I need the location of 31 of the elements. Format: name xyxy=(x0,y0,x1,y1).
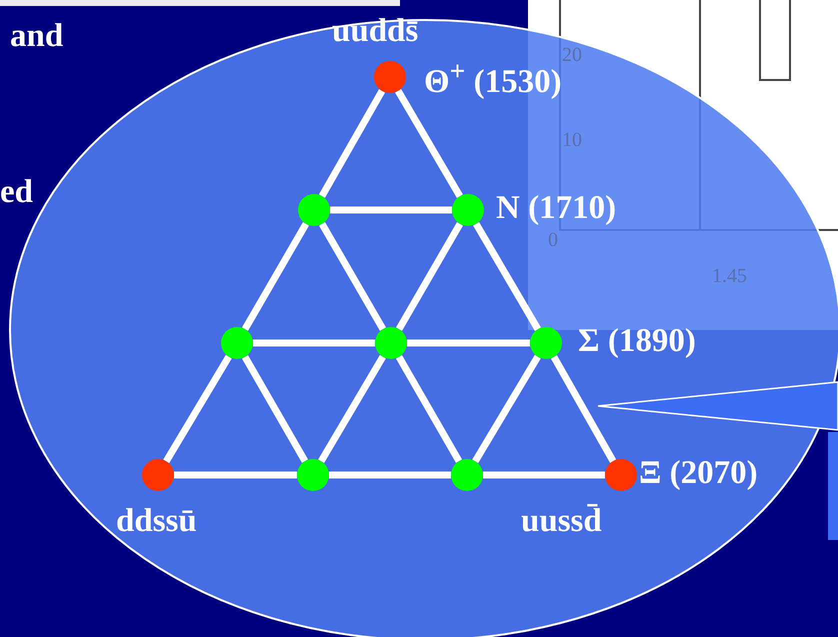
axis-tick-label: 1.45 xyxy=(712,266,747,286)
lattice-line xyxy=(472,354,541,464)
axis-tick-label: 20 xyxy=(562,45,582,65)
particle-label: N (1710) xyxy=(496,192,616,225)
axis-tick-label: 0 xyxy=(548,230,558,250)
quark-content-label: uussd̄ xyxy=(521,505,602,538)
lattice-line xyxy=(242,355,308,463)
lattice-line xyxy=(483,472,605,478)
particle-label: Σ (1890) xyxy=(578,325,696,358)
lattice-line xyxy=(329,472,451,478)
particle-label: Ξ (2070) xyxy=(639,457,758,490)
particle-label: Θ$^{+}$ (1530) xyxy=(424,57,562,99)
lattice-line xyxy=(395,89,463,198)
axis-tick-label: 10 xyxy=(562,130,582,150)
slide-text: and xyxy=(10,20,64,53)
lattice-line xyxy=(318,355,386,463)
lattice-line xyxy=(318,89,386,198)
lattice-line xyxy=(174,472,297,478)
quark-content-label: ddssū xyxy=(116,505,197,538)
lattice-line xyxy=(330,206,452,214)
lattice-line xyxy=(407,340,530,346)
quark-content-label: uudds̄ xyxy=(332,15,418,48)
slide-text: ed xyxy=(0,176,33,209)
lattice-line xyxy=(163,354,232,464)
lattice-line xyxy=(396,355,462,463)
lattice-line xyxy=(318,222,386,331)
lattice-line xyxy=(242,222,310,331)
lattice-line xyxy=(473,222,541,331)
lattice-line xyxy=(253,340,375,346)
lattice-line xyxy=(550,355,616,463)
lattice-line xyxy=(396,222,464,331)
